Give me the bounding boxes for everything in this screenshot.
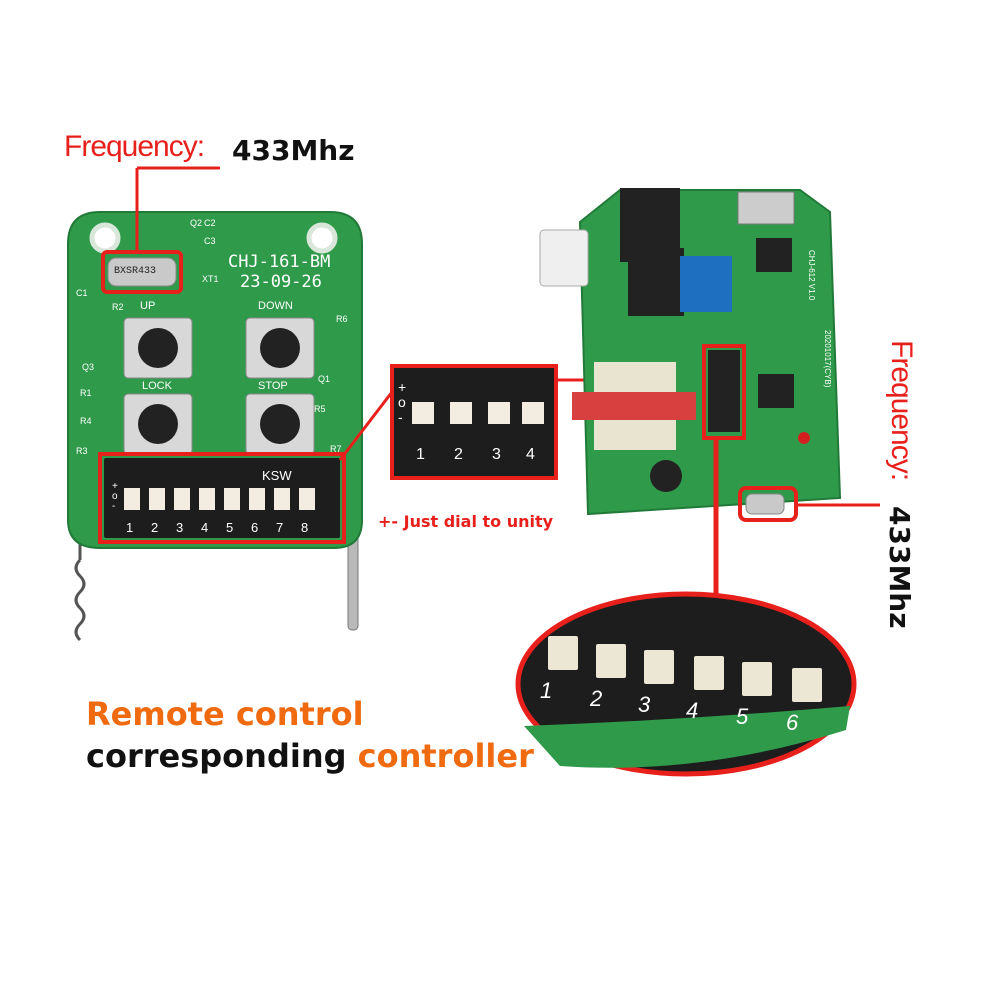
zoom-dip-number: 3 [492, 446, 501, 463]
remote-button-label-down: DOWN [258, 300, 293, 312]
controller-zoom-number: 2 [590, 686, 603, 711]
dip-number: 2 [151, 520, 159, 535]
zoom-connector [338, 391, 394, 461]
dip-number: 5 [226, 520, 234, 535]
caption-word-controller: controller [357, 737, 534, 775]
component-label-r1: R1 [80, 388, 92, 398]
remote-button-label-up: UP [140, 300, 156, 312]
controller-board [539, 188, 842, 516]
remote-frequency-value: 433Mhz [232, 134, 355, 167]
zoom-dip-numbers: 1 2 3 4 [416, 446, 556, 464]
controller-dip-highlight [702, 344, 746, 440]
remote-crystal-marking: BXSR433 [114, 266, 157, 277]
remote-dip-label: KSW [262, 468, 292, 483]
dip-number: 3 [176, 520, 184, 535]
component-label-q3: Q3 [82, 362, 95, 372]
component-label-xt1: XT1 [202, 274, 219, 284]
component-label-r7: R7 [330, 444, 342, 454]
dip-number: 1 [126, 520, 134, 535]
dip-sign-zero: o [112, 491, 118, 502]
remote-buttons [123, 317, 315, 455]
remote-board-model: CHJ-161-BM [228, 252, 331, 272]
controller-frequency-value: 433Mhz [883, 506, 916, 629]
remote-button-label-lock: LOCK [142, 380, 172, 392]
remote-crystal-highlight [101, 250, 183, 294]
dip-sign-minus: - [112, 501, 116, 512]
component-label-r6: R6 [336, 314, 348, 324]
controller-zoom-number: 3 [638, 692, 651, 717]
remote-dip-switch [104, 458, 340, 538]
remote-frequency-label: Frequency: [64, 130, 205, 163]
controller-board-date: 20201017(CYB) [823, 330, 832, 388]
component-label-c2: C2 [204, 218, 216, 228]
component-label-r4: R4 [80, 416, 92, 426]
component-label-c1: C1 [76, 288, 88, 298]
dip-number: 6 [251, 520, 259, 535]
controller-zoom-number: 4 [686, 698, 699, 723]
zoom-sign-zero: o [398, 394, 406, 410]
dip-sign-plus: + [112, 481, 118, 492]
controller-zoom-number: 5 [736, 704, 749, 729]
caption-word-corresponding: corresponding [86, 737, 347, 775]
component-label-q1: Q1 [318, 374, 331, 384]
component-label-r2: R2 [112, 302, 124, 312]
controller-zoom-number: 1 [540, 678, 553, 703]
zoom-dip-number: 1 [416, 446, 425, 463]
controller-dip-zoom [515, 591, 857, 777]
component-label-r5: R5 [314, 404, 326, 414]
caption-line-1: Remote control [86, 695, 364, 733]
remote-crystal [107, 257, 177, 287]
remote-board-date: 23-09-26 [240, 272, 322, 292]
controller-frequency-label: Frequency: [885, 340, 918, 481]
dip-number: 8 [301, 520, 309, 535]
zoom-sign-plus: + [398, 379, 407, 395]
controller-zoom-number: 6 [786, 710, 799, 735]
zoom-dip-signs: + o - [398, 380, 406, 425]
component-label-q2: Q2 [190, 218, 203, 228]
remote-dip-signs: + o - [112, 482, 118, 512]
caption-line-2: corresponding controller [86, 736, 534, 776]
remote-dip-highlight [98, 452, 346, 544]
controller-board-model: CHJ-612 V1.0 [807, 250, 816, 301]
dip-number: 7 [276, 520, 284, 535]
component-label-c3: C3 [204, 236, 216, 246]
zoom-sign-minus: - [398, 409, 403, 425]
remote-button-label-stop: STOP [258, 380, 288, 392]
zoom-dip-number: 2 [454, 446, 463, 463]
component-label-r3: R3 [76, 446, 88, 456]
dip-instruction-note: +- Just dial to unity [378, 512, 554, 531]
zoom-dip-number: 4 [526, 446, 535, 463]
dip-number: 4 [201, 520, 209, 535]
remote-dip-numbers: 1 2 3 4 5 6 7 8 [126, 520, 326, 535]
